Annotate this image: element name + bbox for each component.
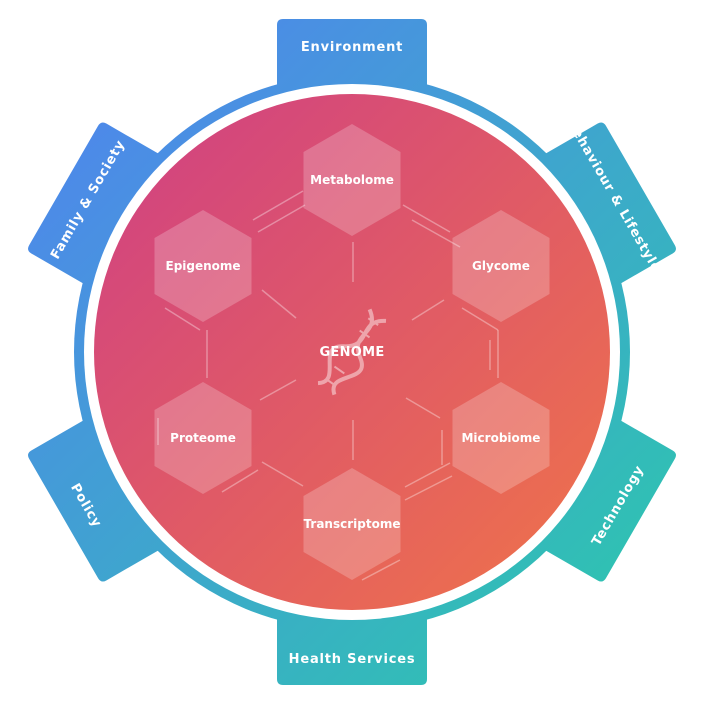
factor-tab-shape[interactable]	[26, 121, 173, 292]
hex-label-epigenome: Epigenome	[166, 259, 241, 273]
hex-label-transcriptome: Transcriptome	[304, 517, 401, 531]
hex-network-lines	[157, 190, 499, 581]
hex-label-microbiome: Microbiome	[461, 431, 540, 445]
hex-epigenome: Epigenome	[154, 210, 252, 322]
factor-tab-shape[interactable]	[531, 412, 678, 583]
hex-shape	[154, 210, 252, 322]
dna-icon	[317, 308, 387, 396]
hex-shape	[303, 124, 401, 236]
hex-microbiome: Microbiome	[452, 382, 550, 494]
hex-label-glycome: Glycome	[472, 259, 530, 273]
factor-label-environment: Environment	[301, 40, 403, 55]
factor-tab-family[interactable]: Family & Society	[26, 121, 173, 292]
omics-hexagons: MetabolomeGlycomeMicrobiomeTranscriptome…	[154, 124, 550, 580]
hex-transcriptome: Transcriptome	[303, 468, 401, 580]
hex-proteome: Proteome	[154, 382, 252, 494]
hex-shape	[452, 382, 550, 494]
hex-shape	[303, 468, 401, 580]
hex-shape	[154, 382, 252, 494]
core-circle	[94, 94, 610, 610]
hex-glycome: Glycome	[452, 210, 550, 322]
genome-label: GENOME	[319, 345, 384, 360]
genome-center: GENOME	[317, 308, 387, 396]
hex-label-proteome: Proteome	[170, 431, 236, 445]
factor-label-health: Health Services	[289, 652, 416, 667]
factor-tab-shape[interactable]	[531, 121, 678, 292]
factor-tab-policy[interactable]: Policy	[26, 412, 173, 583]
factor-tab-shape[interactable]	[26, 412, 173, 583]
hex-metabolome: Metabolome	[303, 124, 401, 236]
hex-label-metabolome: Metabolome	[310, 173, 394, 187]
hex-shape	[452, 210, 550, 322]
